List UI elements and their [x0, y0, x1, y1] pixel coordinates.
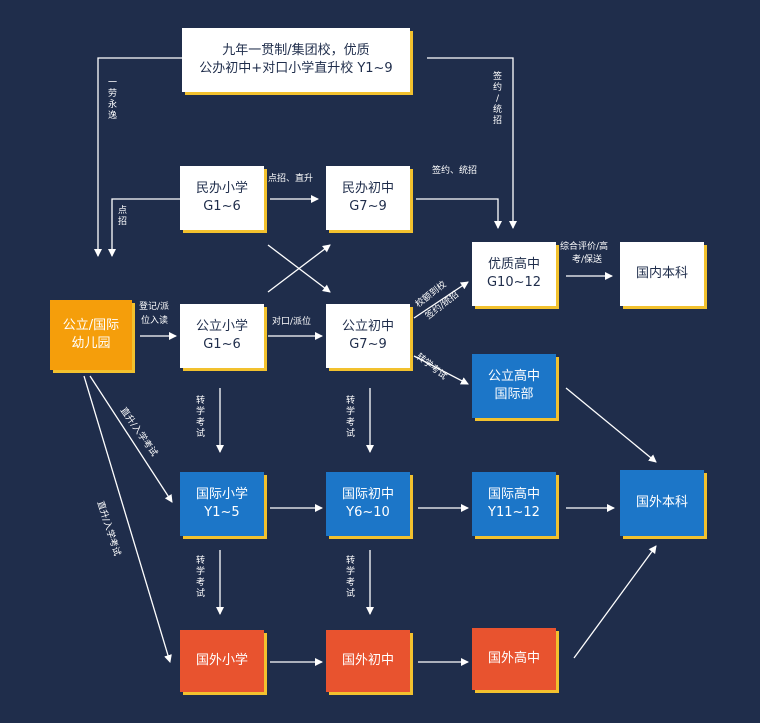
node-domestic-univ: 国内本科: [620, 242, 704, 306]
node-pub-primary-grade: G1~6: [203, 337, 241, 352]
node-for-primary-name: 国外小学: [195, 653, 248, 668]
node-top-nine-year-school: 九年一贯制/集团校，优质 公办初中+对口小学直升校 Y1~9: [182, 28, 410, 92]
label-duikou-paiwei: 对口/派位: [272, 317, 312, 327]
node-intl-primary-name: 国际小学: [195, 487, 248, 502]
label-zhuanxue-3: 转 学 考 试: [195, 556, 205, 599]
node-intl-high-name: 国际高中: [487, 487, 540, 502]
label-qianyue-tongzhao-vertical: 签 约 / 统 招: [492, 72, 502, 126]
label-zhuanxue-2: 转 学 考 试: [345, 396, 355, 439]
label-qianyue-tongzhao: 签约、统招: [432, 166, 478, 176]
node-intl-high-grade: Y11~12: [488, 505, 540, 520]
edge-pub-middle-to-quality-high: [413, 281, 469, 319]
edge-kg-to-intl-primary: [89, 375, 173, 503]
edge-min-primary-to-kindergarten: [108, 198, 180, 257]
edge-pub-high-to-foreign: [565, 387, 657, 463]
node-for-high: 国外高中: [472, 628, 556, 690]
node-intl-middle: 国际初中 Y6~10: [326, 472, 410, 536]
node-pub-middle: 公立初中 G7~9: [326, 304, 410, 368]
node-min-middle-grade: G7~9: [349, 199, 387, 214]
edge-cross-2: [267, 244, 331, 293]
node-min-middle: 民办初中 G7~9: [326, 166, 410, 230]
node-intl-middle-name: 国际初中: [341, 487, 394, 502]
edge-pub-middle-to-pub-high: [413, 355, 469, 385]
node-domestic-univ-name: 国内本科: [635, 266, 688, 281]
node-pub-primary-name: 公立小学: [195, 319, 248, 334]
node-for-high-name: 国外高中: [487, 651, 540, 666]
node-quality-high-name: 优质高中: [487, 257, 540, 272]
label-dianzhao-zhisheng: 点招、直升: [268, 174, 314, 184]
node-intl-high: 国际高中 Y11~12: [472, 472, 556, 536]
node-min-primary-name: 民办小学: [195, 181, 248, 196]
label-kao-baosong: 考/保送: [572, 255, 603, 265]
node-pub-high-intl: 公立高中 国际部: [472, 354, 556, 418]
node-min-primary-grade: G1~6: [203, 199, 241, 214]
node-pub-primary: 公立小学 G1~6: [180, 304, 264, 368]
label-dianzhao: 点 招: [117, 206, 127, 227]
node-top-line1: 九年一贯制/集团校，优质: [222, 43, 370, 58]
label-zhuanxue-1: 转 学 考 试: [195, 396, 205, 439]
node-pub-middle-grade: G7~9: [349, 337, 387, 352]
node-for-middle: 国外初中: [326, 630, 410, 692]
node-top-line2: 公办初中+对口小学直升校 Y1~9: [199, 61, 393, 76]
edge-for-high-to-foreign: [573, 545, 657, 659]
label-zonghe-pingjia: 综合评价/高: [560, 242, 609, 252]
edge-kg-to-for-primary: [83, 375, 172, 663]
node-intl-middle-grade: Y6~10: [346, 505, 390, 520]
node-for-middle-name: 国外初中: [341, 653, 394, 668]
node-quality-high: 优质高中 G10~12: [472, 242, 556, 306]
node-quality-high-grade: G10~12: [486, 275, 542, 290]
node-for-primary: 国外小学: [180, 630, 264, 692]
label-lottery: 一 劳 永 逸: [107, 78, 117, 121]
edge-top-to-quality-high: [427, 57, 517, 229]
label-zhuanxue-4: 转 学 考 试: [345, 556, 355, 599]
edge-min-middle-to-quality-high: [416, 198, 502, 229]
node-intl-primary-grade: Y1~5: [204, 505, 240, 520]
node-intl-primary: 国际小学 Y1~5: [180, 472, 264, 536]
node-pub-high-intl-line2: 国际部: [494, 387, 534, 402]
node-foreign-univ: 国外本科: [620, 470, 704, 536]
node-min-middle-name: 民办初中: [341, 181, 394, 196]
node-foreign-univ-name: 国外本科: [635, 495, 688, 510]
label-dengji: 登记/派: [139, 302, 170, 312]
node-pub-high-intl-line1: 公立高中: [487, 369, 540, 384]
node-pub-middle-name: 公立初中: [341, 319, 394, 334]
node-kindergarten: 公立/国际 幼儿园: [50, 300, 132, 370]
label-weiru: 位入读: [141, 316, 169, 326]
node-kindergarten-line2: 幼儿园: [71, 336, 111, 351]
edge-top-to-kindergarten: [94, 57, 182, 257]
node-min-primary: 民办小学 G1~6: [180, 166, 264, 230]
node-kindergarten-line1: 公立/国际: [62, 318, 120, 333]
